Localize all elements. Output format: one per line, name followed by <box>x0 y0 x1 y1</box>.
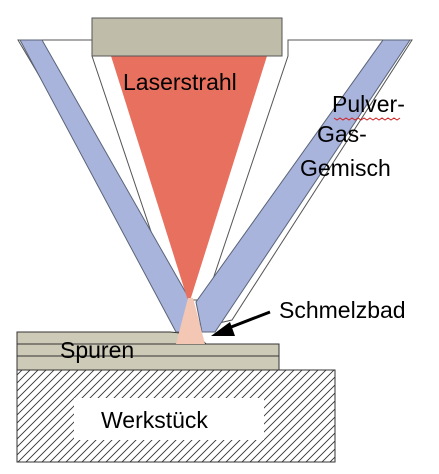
laser-beam <box>111 56 267 304</box>
optics-block <box>91 17 283 57</box>
powder-gas-label-line1: Pulver- <box>332 91 405 117</box>
track-layer-middle <box>16 343 280 357</box>
workpiece-label-background <box>74 398 264 440</box>
track-layer-bottom <box>16 355 280 371</box>
workpiece-label: Werkstück <box>101 407 208 433</box>
melt-pool <box>176 298 205 344</box>
tracks-label: Spuren <box>60 337 134 363</box>
spellcheck-squiggle <box>333 117 401 121</box>
powder-gas-label-line2: Gas- <box>317 121 367 147</box>
powder-gas-label-line3: Gemisch <box>300 155 391 181</box>
melt-pool-label: Schmelzbad <box>279 297 406 323</box>
nozzle-wall-right <box>195 39 411 333</box>
laser-beam-label: Laserstrahl <box>123 69 237 95</box>
melt-pool-arrow-shaft <box>225 310 271 331</box>
melt-pool-arrow-head <box>211 322 235 336</box>
